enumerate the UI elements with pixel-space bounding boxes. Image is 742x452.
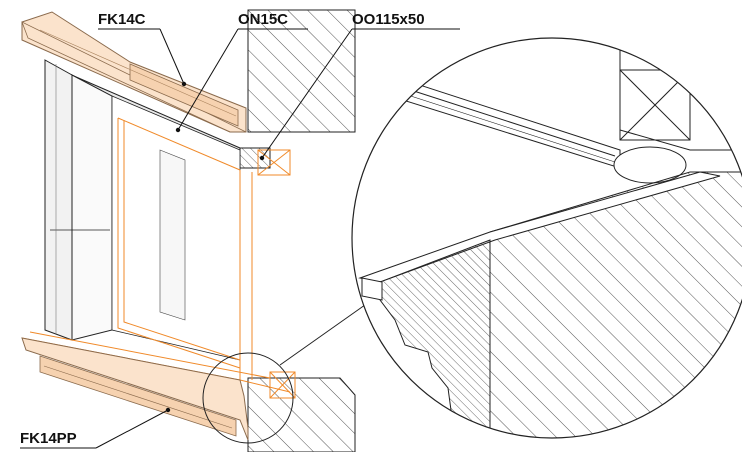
label-fk14c-text: FK14C (98, 11, 146, 28)
cornice-fk14c (21, 11, 247, 133)
detail-marker-circle (202, 352, 294, 444)
label-oo115x50-text: OO115x50 (352, 11, 425, 28)
left-jamb (44, 59, 113, 341)
label-fk14pp-text: FK14PP (20, 430, 77, 447)
wall-section-upper (247, 9, 356, 133)
label-fk14pp: FK14PP (20, 407, 171, 449)
detail-leader-line (279, 299, 373, 366)
detail-enlargement-border (351, 37, 742, 439)
sill-fk14pp (21, 337, 249, 441)
detail-enlargement (352, 38, 742, 438)
window-reveal (111, 95, 241, 361)
wall-section-lower (247, 377, 356, 452)
label-on15c: ON15C (175, 11, 308, 133)
label-oo115x50: OO115x50 (259, 11, 460, 161)
label-on15c-text: ON15C (238, 11, 288, 28)
label-fk14c: FK14C (98, 11, 187, 87)
